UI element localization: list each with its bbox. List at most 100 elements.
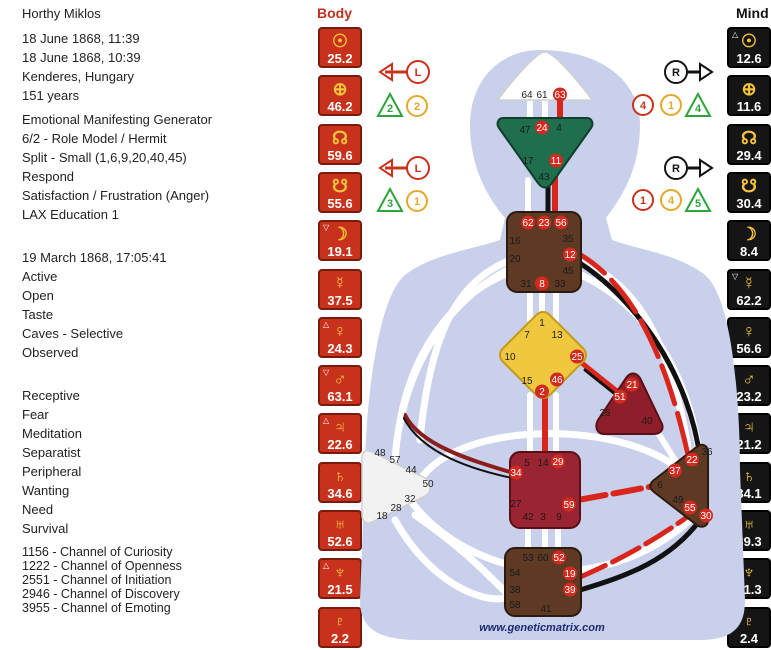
type: Emotional Manifesting Generator [22,112,213,127]
retrograde-mark: △ [323,561,330,571]
north-node-icon: ☊ [741,127,757,148]
gate-number: 4 [556,123,562,134]
arrow-num: 4 [668,195,675,207]
arrow-num: 4 [640,100,647,112]
strategy: Respond [22,169,75,184]
gate-active-marker [699,508,713,523]
gate-number: 43 [538,172,550,183]
arrow-letter: L [415,67,422,79]
planet-value: 56.6 [736,340,762,356]
gate-number: 18 [376,511,388,522]
gate-number: 11 [551,156,562,167]
heart-center [595,372,664,435]
gate-active-marker [683,500,697,515]
ajna-center [496,117,594,189]
channels [391,97,704,604]
uranus-icon: ♅ [742,514,756,534]
arrow-num: 3 [387,198,393,210]
gate-active-marker [550,372,564,387]
variable-arrow-left-top: L 2 2 [376,60,430,117]
variable-item: Active [22,269,58,284]
planet-value: 24.3 [327,340,353,356]
planet-value: 11.6 [736,99,762,115]
venus-icon: ♀ [742,320,756,341]
planet-value: 21.2 [736,437,762,453]
definition: Split - Small (1,6,9,20,40,45) [22,150,187,165]
trait-item: Need [22,502,54,517]
birth-utc: 18 June 1868, 10:39 [22,50,141,65]
saturn-icon: ♄ [333,465,347,486]
mind-planet-mercury: ▽☿62.2 [727,268,771,310]
retrograde-mark: △ [323,416,330,426]
arrow-num: 1 [668,100,674,112]
gate-number: 61 [536,90,548,101]
body-planet-venus: △♀24.3 [318,316,362,358]
gate-number: 16 [509,236,521,247]
gate-number: 12 [564,250,576,261]
throat-center [506,211,582,293]
watermark: www.geneticmatrix.com [479,622,605,634]
gate-active-marker [549,153,563,168]
gate-number: 15 [521,376,533,387]
gate-active-marker [553,87,567,102]
planet-value: 37.5 [327,292,353,308]
gate-number: 51 [614,392,626,403]
planet-value: 12.6 [736,51,762,66]
gate-number: 53 [522,553,534,564]
planet-value: 22.6 [327,437,353,453]
signature: Satisfaction / Frustration (Anger) [22,188,210,203]
gate-number: 57 [389,455,401,466]
chart-name-block: Horthy Miklos [22,4,101,23]
gate-number: 8 [539,279,545,290]
gate-number: 6 [657,480,663,491]
gate-number: 64 [521,90,533,101]
mind-planet-pluto: ♇2.4 [727,606,771,648]
gate-number: 44 [405,465,417,476]
sun-icon: ☉ [740,31,758,51]
earth-icon: ⊕ [332,79,348,100]
person-name: Horthy Miklos [22,6,101,21]
gate-number: 22 [686,455,698,466]
planet-value: 34.1 [736,485,762,501]
gate-number: 60 [537,553,549,564]
gate-number: 46 [551,375,563,386]
traits-block: Receptive Fear Meditation Separatist Per… [22,386,82,538]
body-planet-north-node: ☊59.6 [318,123,362,165]
profile: 6/2 - Role Model / Hermit [22,131,167,146]
channel-item: 2946 - Channel of Discovery [22,587,180,601]
sun-icon: ☉ [331,31,349,51]
body-planet-saturn: ♄34.6 [318,461,362,503]
gate-active-marker [625,377,639,392]
planet-value: 59.6 [327,147,353,163]
retrograde-mark: △ [732,30,739,39]
body-planet-jupiter: △♃22.6 [318,413,362,455]
planet-value: 23.2 [736,389,762,405]
gate-number: 35 [562,234,574,245]
body-planet-earth: ⊕46.2 [318,75,362,117]
south-node-icon: ☋ [332,175,348,196]
gate-number: 20 [509,254,521,265]
body-planet-moon: ▽☽19.1 [318,220,362,262]
variable-item: Taste [22,307,54,322]
gate-number: 62 [522,218,534,229]
gate-number: 26 [599,408,611,419]
planet-value: 21.5 [327,582,353,598]
saturn-icon: ♄ [742,465,756,486]
gate-active-marker [552,550,566,565]
mind-planet-south-node: ☋30.4 [727,171,771,213]
gate-number: 63 [554,90,566,101]
gate-number: 23 [538,218,550,229]
gate-active-marker [685,452,699,467]
gate-number: 13 [551,330,563,341]
channel-item: 3955 - Channel of Emoting [22,601,171,615]
gate-number: 50 [422,479,434,490]
gate-number: 40 [641,416,653,427]
gate-number: 29 [552,457,564,468]
retrograde-mark: ▽ [732,271,739,281]
trait-item: Survival [22,521,69,536]
mercury-icon: ☿ [333,272,347,293]
arrow-num: 2 [387,103,393,115]
mind-planet-earth: ⊕11.6 [727,75,771,117]
birth-place: Kenderes, Hungary [22,69,135,84]
gate-active-marker [535,384,549,399]
